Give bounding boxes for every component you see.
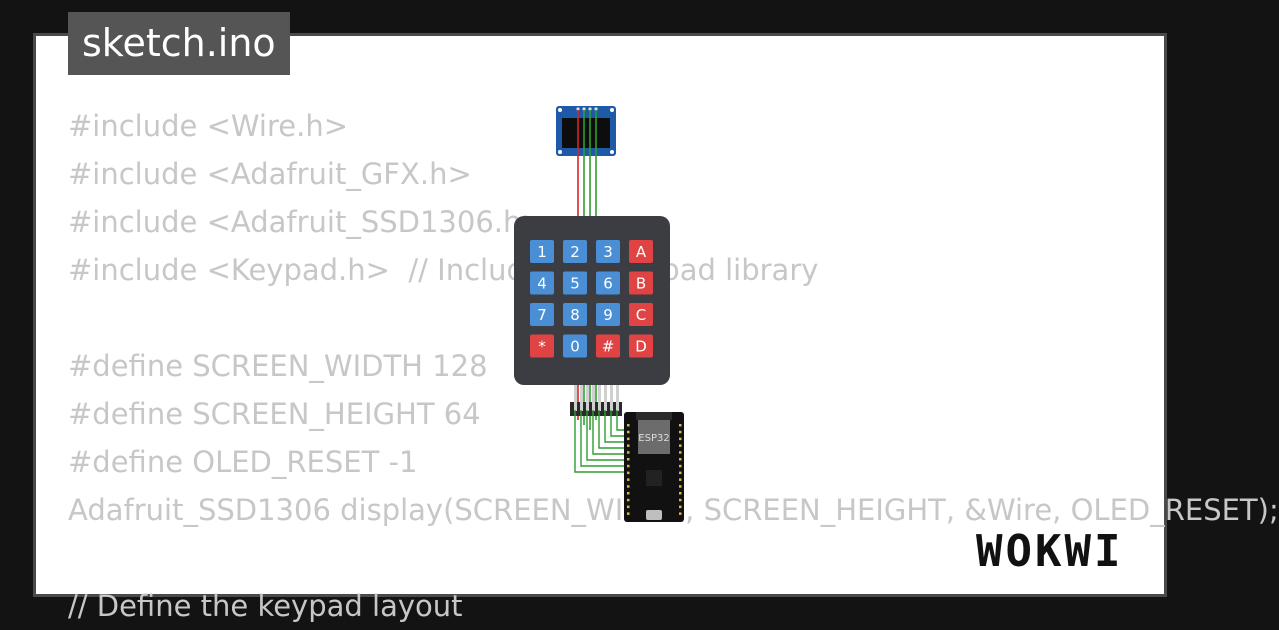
keypad-wires [574,410,628,473]
board-pin [679,464,682,468]
keypad-key-D[interactable]: D [629,334,653,358]
keypad-header [570,385,622,416]
keypad-key-label: 5 [570,275,580,293]
file-tab[interactable]: sketch.ino [68,12,290,75]
keypad-key-label: # [602,338,615,356]
board-pin [679,505,682,509]
board-chip-label: ESP32 [638,433,669,444]
board-pin [679,498,682,502]
oled-display[interactable] [556,106,616,156]
board-pin [627,444,630,447]
keypad-key-label: * [538,338,546,356]
keypad-key-label: 0 [570,338,580,356]
keypad[interactable]: 1 2 3 A 4 5 6 B 7 8 9 C * 0 # D [514,216,670,385]
keypad-key-label: 1 [537,243,547,261]
board-pin [627,458,630,461]
keypad-key-label: 3 [603,243,613,261]
file-tab-label: sketch.ino [82,21,276,65]
keypad-key-8[interactable]: 8 [563,303,587,326]
board-pin [627,424,630,427]
keypad-key-5[interactable]: 5 [563,271,587,295]
board-pin [627,485,630,488]
code-line: #define OLED_RESET -1 [68,445,418,479]
keypad-key-3[interactable]: 3 [596,240,620,263]
board-pin [627,437,630,441]
board-pin [679,478,682,481]
board-pin [679,451,682,454]
wokwi-logo: WOKWI [976,526,1124,577]
keypad-key-label: B [636,275,646,293]
code-line: // Define the keypad layout [68,589,463,623]
board-pin [627,505,630,509]
keypad-key-C[interactable]: C [629,303,653,326]
board-pin [679,458,682,461]
keypad-key-6[interactable]: 6 [596,271,620,295]
circuit-diagram: 1 2 3 A 4 5 6 B 7 8 9 C * 0 # D ESP32 [514,106,684,522]
keypad-key-label: 4 [537,275,547,293]
board-pin [679,444,682,447]
board-pin [627,451,630,454]
board-pin [679,492,682,495]
keypad-key-4[interactable]: 4 [530,271,554,295]
keypad-key-label: 9 [603,306,613,324]
keypad-key-label: 2 [570,243,580,261]
board-pin [679,471,682,475]
keypad-key-A[interactable]: A [629,240,653,263]
code-line: #define SCREEN_HEIGHT 64 [68,397,481,431]
keypad-key-9[interactable]: 9 [596,303,620,326]
keypad-key-1[interactable]: 1 [530,240,554,263]
board-pin [627,464,630,468]
board-pin [627,430,630,434]
keypad-key-label: 8 [570,306,580,324]
keypad-key-#[interactable]: # [596,334,620,358]
board-pin [679,430,682,434]
code-line: #include <Adafruit_SSD1306.h> [68,205,546,239]
keypad-key-label: 6 [603,275,613,293]
board-pin [679,485,682,488]
code-line: #include <Wire.h> [68,109,349,143]
board-pin [627,498,630,502]
keypad-key-label: D [635,338,647,356]
board-pin [679,424,682,427]
keypad-key-7[interactable]: 7 [530,303,554,326]
keypad-key-label: C [636,306,646,324]
board-pin [627,492,630,495]
keypad-key-label: 7 [537,306,547,324]
board-pin [627,512,630,515]
keypad-key-*[interactable]: * [530,334,554,358]
board-pin [679,512,682,515]
keypad-key-label: A [636,243,647,261]
board-pin [627,478,630,481]
keypad-key-0[interactable]: 0 [563,334,587,358]
board-pin [679,437,682,441]
esp32-board[interactable]: ESP32 [624,412,684,522]
code-line: #include <Adafruit_GFX.h> [68,157,472,191]
keypad-key-2[interactable]: 2 [563,240,587,263]
board-pin [627,471,630,475]
keypad-key-B[interactable]: B [629,271,653,295]
code-line: #define SCREEN_WIDTH 128 [68,349,488,383]
